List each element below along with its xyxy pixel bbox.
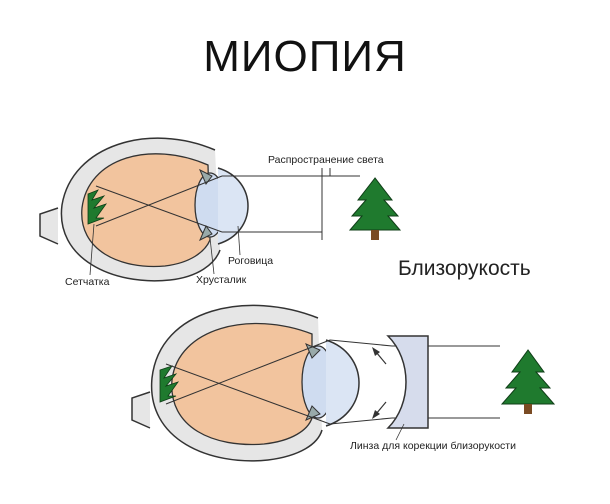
- bottom-optic-nerve: [131, 391, 151, 429]
- bottom-retina-tree-image: [159, 365, 180, 403]
- top-cornea: [217, 167, 249, 245]
- label-retina: Сетчатка: [65, 276, 110, 288]
- bottom-eye: [131, 304, 500, 462]
- bottom-ray-upper-in: [329, 339, 393, 347]
- top-eyeball: [81, 153, 211, 268]
- bottom-cornea: [325, 339, 360, 427]
- subtitle-myopia: Близорукость: [398, 257, 531, 280]
- top-retina-tree-image: [87, 189, 108, 225]
- bottom-tree: [500, 349, 556, 414]
- correction-concave-lens: [386, 335, 429, 429]
- pointer-cornea: [237, 225, 241, 256]
- label-lens: Хрусталик: [196, 274, 247, 286]
- top-iris-upper: [199, 168, 213, 185]
- bottom-eyeball: [171, 322, 313, 446]
- pointer-correction-lens: [395, 423, 405, 441]
- label-correction-lens: Линза для корекции близорукости: [350, 440, 516, 452]
- arrow-upper-line: [375, 351, 387, 365]
- bottom-ray-upper-cross: [165, 339, 331, 405]
- pointer-lens: [209, 237, 215, 275]
- arrow-lower-line: [375, 401, 387, 415]
- top-tree-crown: [348, 177, 402, 231]
- label-cornea: Роговица: [228, 255, 273, 267]
- label-light-propagation: Распространение света: [268, 154, 384, 166]
- arrow-lower-head: [372, 410, 380, 419]
- page-title: МИОПИЯ: [203, 32, 407, 81]
- bottom-tree-crown: [500, 349, 556, 405]
- arrow-upper-head: [372, 347, 380, 356]
- top-ray-lower-cross: [95, 185, 223, 233]
- top-iris-lower: [199, 225, 213, 242]
- top-eye: [39, 137, 360, 282]
- top-optic-nerve: [39, 207, 59, 245]
- bottom-ray-lower-in: [329, 417, 393, 425]
- bottom-ray-lower-cross: [165, 363, 331, 425]
- top-tree: [348, 177, 402, 240]
- pointer-retina: [89, 223, 95, 276]
- top-ray-upper-cross: [95, 175, 223, 227]
- top-tree-trunk: [371, 230, 379, 240]
- bottom-tree-trunk: [524, 404, 532, 414]
